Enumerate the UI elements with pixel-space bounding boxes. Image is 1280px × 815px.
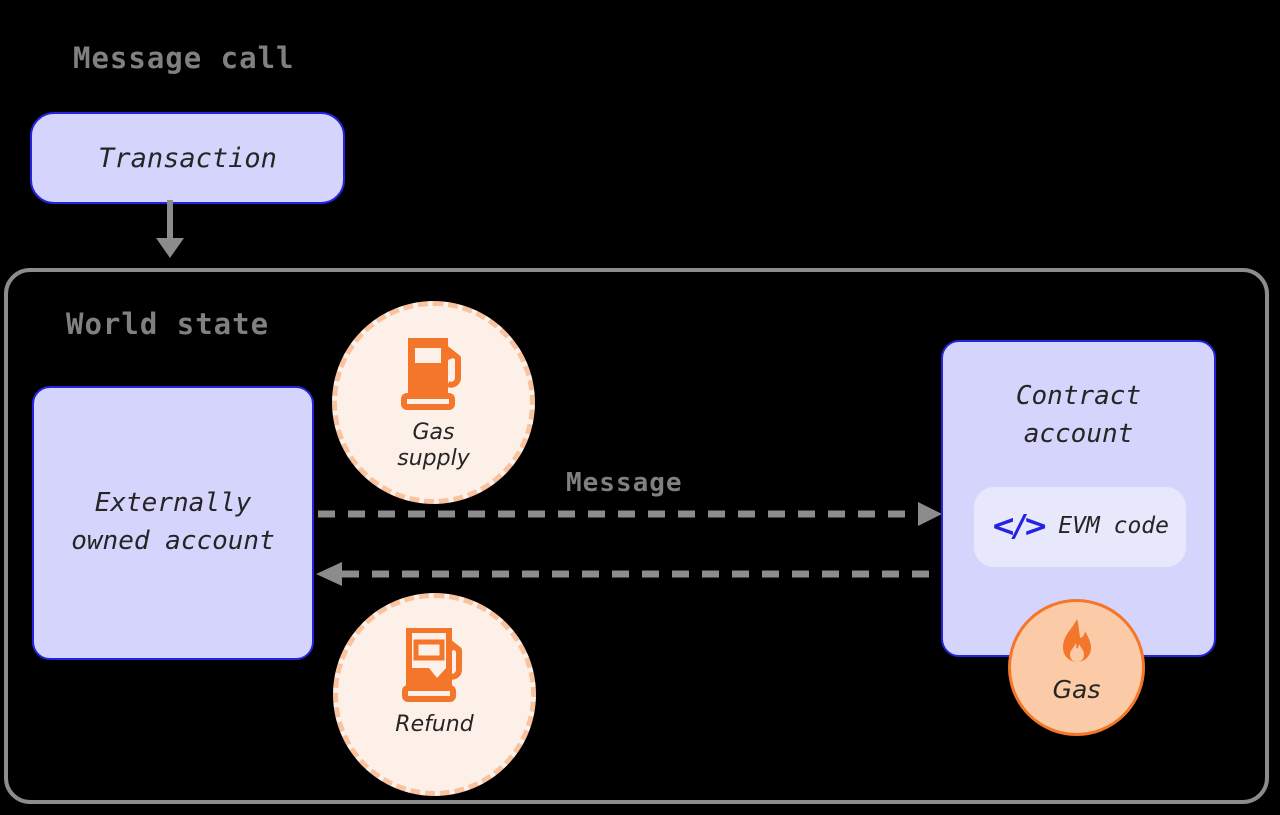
code-brackets-icon: </>: [990, 509, 1048, 544]
gas-supply-badge: Gas supply: [332, 301, 535, 504]
world-state-title: World state: [66, 307, 270, 341]
refund-return-arrow: [316, 562, 944, 586]
evm-code-label: EVM code: [1058, 513, 1169, 540]
refund-badge: Refund: [333, 593, 536, 796]
eoa-label-line1: Externally: [94, 488, 252, 519]
contract-label-line1: Contract: [1015, 381, 1142, 411]
message-call-title: Message call: [73, 41, 295, 75]
fuel-pump-partial-icon: [401, 628, 462, 702]
transaction-box[interactable]: Transaction: [30, 112, 345, 204]
world-state-container: [4, 268, 1269, 804]
eoa-label-line2: owned account: [71, 526, 275, 556]
gas-supply-label-line2: supply: [397, 445, 470, 471]
contract-label-line2: account: [1023, 418, 1134, 449]
transaction-label: Transaction: [98, 142, 277, 174]
gas-supply-label: Gas supply: [397, 420, 469, 472]
contract-account-box[interactable]: Contract account </> EVM code: [941, 340, 1216, 657]
refund-label: Refund: [395, 712, 474, 737]
message-arrow: [318, 502, 942, 526]
externally-owned-account-box[interactable]: Externally owned account: [32, 386, 314, 660]
evm-code-badge[interactable]: </> EVM code: [974, 487, 1186, 567]
message-arrow-label: Message: [566, 468, 683, 498]
transaction-to-world-state-arrow: [156, 200, 184, 258]
gas-supply-label-line1: Gas: [412, 420, 455, 445]
gas-label: Gas: [1052, 675, 1101, 704]
gas-badge: Gas: [1008, 599, 1145, 736]
fuel-pump-full-icon: [400, 338, 461, 410]
flame-icon: [1062, 619, 1091, 662]
